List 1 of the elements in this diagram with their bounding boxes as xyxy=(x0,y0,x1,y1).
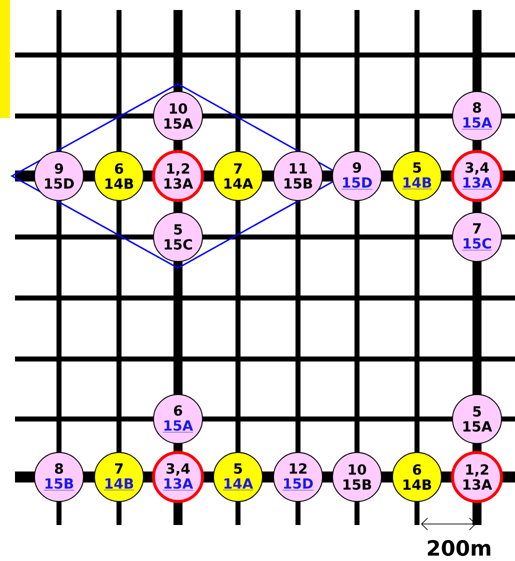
scale-label: 200m xyxy=(428,540,490,556)
